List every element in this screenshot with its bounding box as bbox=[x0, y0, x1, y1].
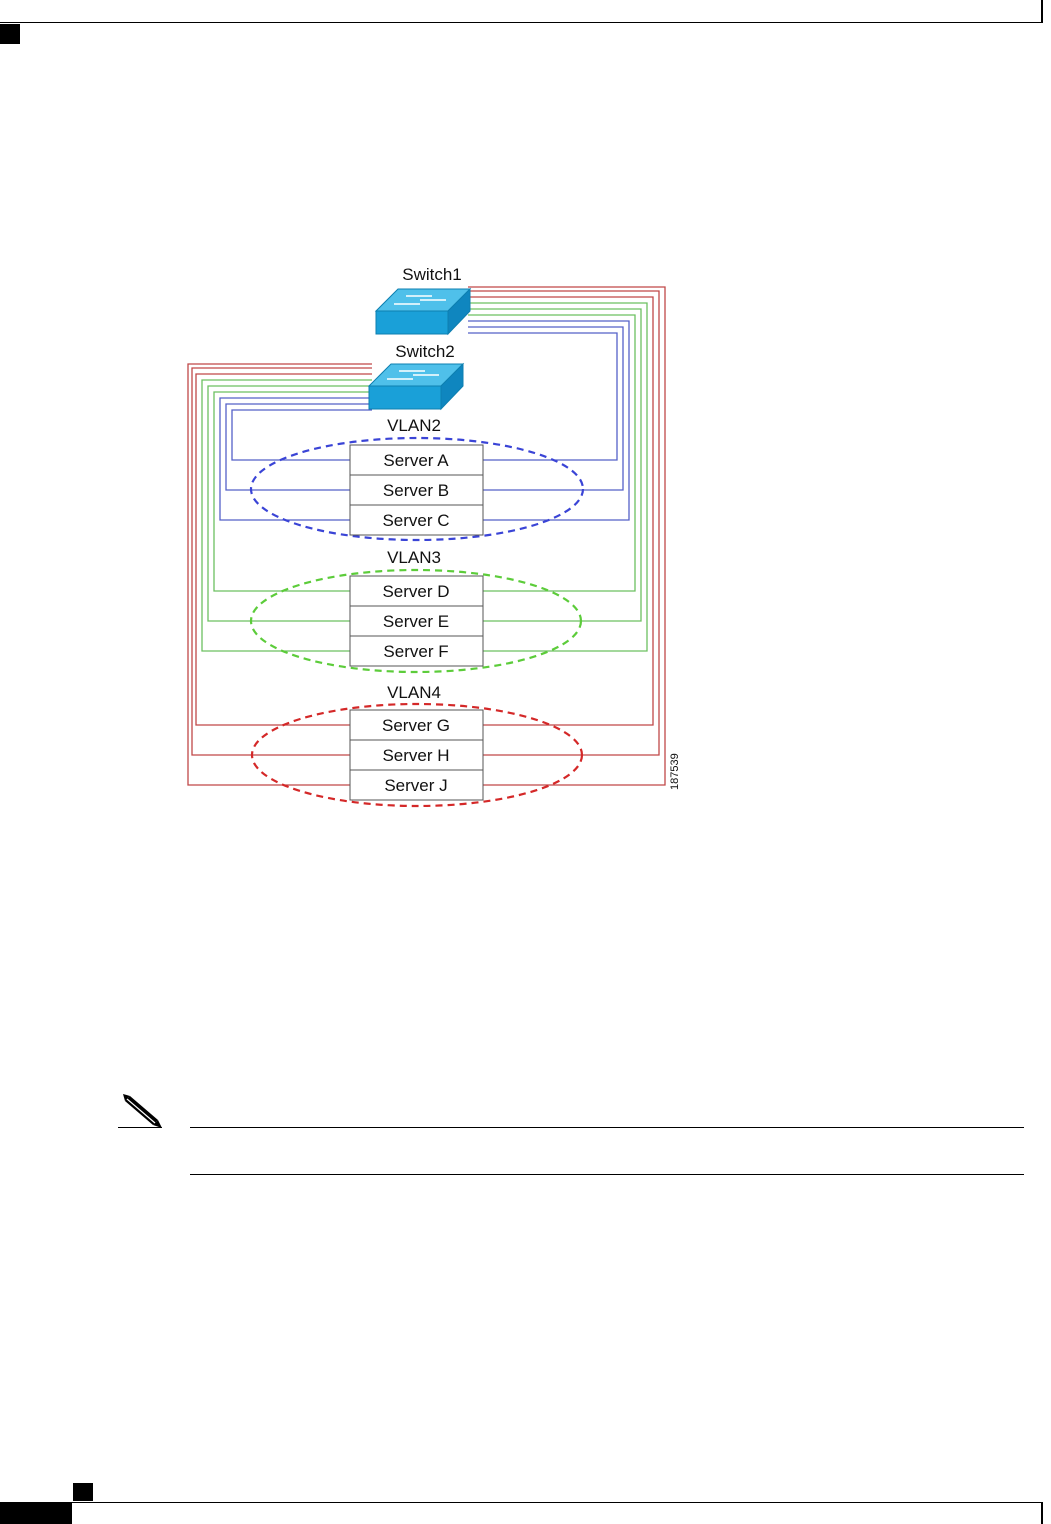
note-pencil-icon bbox=[123, 1094, 162, 1128]
switch-side bbox=[440, 362, 464, 411]
server-box bbox=[349, 444, 484, 476]
switch2-cable bbox=[191, 367, 372, 756]
server-label: Server D bbox=[382, 582, 449, 601]
switch1-cable bbox=[468, 332, 618, 461]
server-box bbox=[349, 635, 484, 667]
note-top-rule bbox=[190, 1127, 1024, 1128]
switch-icon bbox=[367, 362, 465, 411]
switch2-cable bbox=[201, 379, 372, 652]
page-footer-tab bbox=[0, 1503, 72, 1524]
vlan-label: VLAN3 bbox=[387, 548, 441, 567]
server-label: Server C bbox=[382, 511, 449, 530]
switch1-cable bbox=[468, 314, 636, 592]
switch2-cable bbox=[213, 391, 372, 592]
server-label: Server H bbox=[382, 746, 449, 765]
page-header-rule bbox=[0, 22, 1042, 23]
vlan-boundaries bbox=[249, 436, 585, 808]
cabling-layer bbox=[187, 286, 666, 786]
vlan-boundary-vlan3 bbox=[249, 568, 583, 674]
switch2-cable bbox=[187, 363, 372, 786]
switch-icon bbox=[374, 287, 472, 336]
switch1-cable bbox=[468, 286, 666, 786]
server-box bbox=[349, 575, 484, 607]
switch2-cable bbox=[207, 385, 372, 622]
switch-label: Switch2 bbox=[395, 342, 455, 361]
server-label: Server B bbox=[383, 481, 449, 500]
vlan-boundary-vlan4 bbox=[250, 702, 584, 808]
page-corner-marker bbox=[0, 24, 20, 44]
switch2-cable bbox=[195, 373, 372, 726]
server-label: Server J bbox=[384, 776, 447, 795]
vlan-label: VLAN2 bbox=[387, 416, 441, 435]
note-icon-rule bbox=[118, 1127, 162, 1128]
switch1-cable bbox=[468, 296, 654, 726]
switch-front bbox=[375, 310, 449, 335]
switch-label: Switch1 bbox=[402, 265, 462, 284]
server-label: Server F bbox=[383, 642, 448, 661]
server-stack bbox=[349, 444, 484, 801]
switch-side bbox=[447, 287, 471, 336]
server-box bbox=[349, 709, 484, 741]
switch1-cable bbox=[468, 290, 660, 756]
vlan-boundary-vlan2 bbox=[249, 436, 585, 542]
switch2-cable bbox=[219, 397, 372, 521]
switch-front bbox=[368, 385, 442, 410]
switch2-cable bbox=[225, 403, 372, 491]
server-box bbox=[349, 605, 484, 637]
vlan-label: VLAN4 bbox=[387, 683, 441, 702]
page-footer-marker bbox=[73, 1483, 93, 1501]
switch2-cable bbox=[231, 409, 372, 461]
server-box bbox=[349, 504, 484, 536]
server-label: Server E bbox=[383, 612, 449, 631]
server-box bbox=[349, 739, 484, 771]
figure-id: 187539 bbox=[669, 753, 681, 790]
switch-layer bbox=[367, 287, 472, 411]
switch1-cable bbox=[468, 326, 624, 491]
switch1-cable bbox=[468, 320, 630, 521]
switch1-cable bbox=[468, 308, 642, 622]
page-footer-rule bbox=[0, 1502, 1042, 1503]
server-label: Server A bbox=[383, 451, 449, 470]
note-bottom-rule bbox=[190, 1174, 1024, 1175]
page-footer-edge bbox=[1041, 1502, 1043, 1524]
switch1-cable bbox=[468, 302, 648, 652]
page-header-edge bbox=[1041, 0, 1043, 23]
server-box bbox=[349, 769, 484, 801]
server-label: Server G bbox=[382, 716, 450, 735]
server-box bbox=[349, 474, 484, 506]
